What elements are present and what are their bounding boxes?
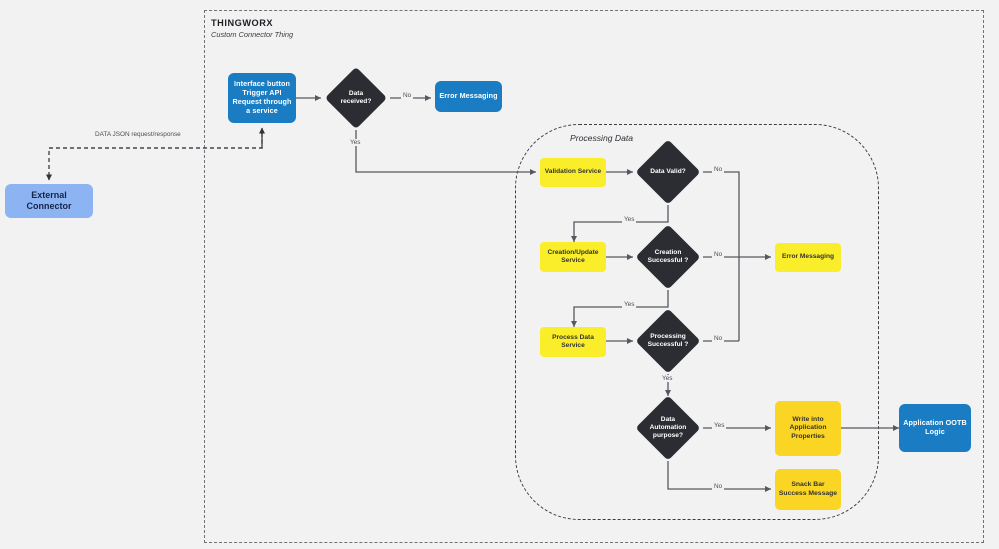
node-snack-bar-success-label: Snack Bar Success Message xyxy=(778,481,838,497)
node-application-ootb-logic-label: Application OOTB Logic xyxy=(903,418,967,436)
edge-label-data-json: DATA JSON request/response xyxy=(95,131,181,138)
edge-label-automation-no: No xyxy=(712,483,725,490)
node-error-messaging-top-label: Error Messaging xyxy=(439,91,498,101)
node-snack-bar-success[interactable]: Snack Bar Success Message xyxy=(775,469,841,510)
group-processing-title: Processing Data xyxy=(570,133,634,143)
edge-label-processing-yes: Yes xyxy=(660,375,675,382)
node-creation-successful-label: Creation Successful ? xyxy=(647,248,689,264)
node-interface-button[interactable]: Interface button Trigger API Request thr… xyxy=(228,73,296,123)
node-error-messaging-mid-label: Error Messaging xyxy=(781,253,835,261)
node-data-automation-label: Data Automation purpose? xyxy=(649,415,687,440)
group-thingworx-subtitle: Custom Connector Thing xyxy=(211,30,294,39)
node-data-valid-label: Data Valid? xyxy=(650,167,686,175)
node-external-connector-label: External Connector xyxy=(26,190,72,211)
node-application-ootb-logic[interactable]: Application OOTB Logic xyxy=(899,404,971,452)
node-external-connector[interactable]: External Connector xyxy=(5,184,93,218)
node-process-data-service-label: Process Data Service xyxy=(552,333,594,349)
node-validation-service[interactable]: Validation Service xyxy=(540,158,606,187)
edge-label-received-no: No xyxy=(401,92,414,99)
node-write-application-properties-label: Write into Application Properties xyxy=(789,416,827,440)
node-write-application-properties[interactable]: Write into Application Properties xyxy=(775,401,841,456)
node-process-data-service[interactable]: Process Data Service xyxy=(540,327,606,357)
group-thingworx-title: THINGWORX xyxy=(211,18,274,28)
node-error-messaging-top[interactable]: Error Messaging xyxy=(435,81,502,112)
node-data-received-label: Data received? xyxy=(340,89,372,105)
node-creation-update-service[interactable]: Creation/Update Service xyxy=(540,242,606,272)
edge-label-valid-no: No xyxy=(712,166,725,173)
group-processing-data-boundary xyxy=(515,124,879,520)
edge-label-creation-no: No xyxy=(712,251,725,258)
group-thingworx-boundary xyxy=(204,10,984,543)
node-validation-service-label: Validation Service xyxy=(544,168,602,176)
node-creation-update-service-label: Creation/Update Service xyxy=(547,248,599,264)
edge-label-valid-yes: Yes xyxy=(622,216,637,223)
edge-label-received-yes: Yes xyxy=(348,139,363,146)
node-error-messaging-mid[interactable]: Error Messaging xyxy=(775,243,841,272)
node-interface-button-label: Interface button Trigger API Request thr… xyxy=(232,79,292,115)
edge-label-automation-yes: Yes xyxy=(712,422,727,429)
edge-label-creation-yes: Yes xyxy=(622,301,637,308)
node-processing-successful-label: Processing Successful ? xyxy=(647,332,689,348)
edge-label-processing-no: No xyxy=(712,335,725,342)
